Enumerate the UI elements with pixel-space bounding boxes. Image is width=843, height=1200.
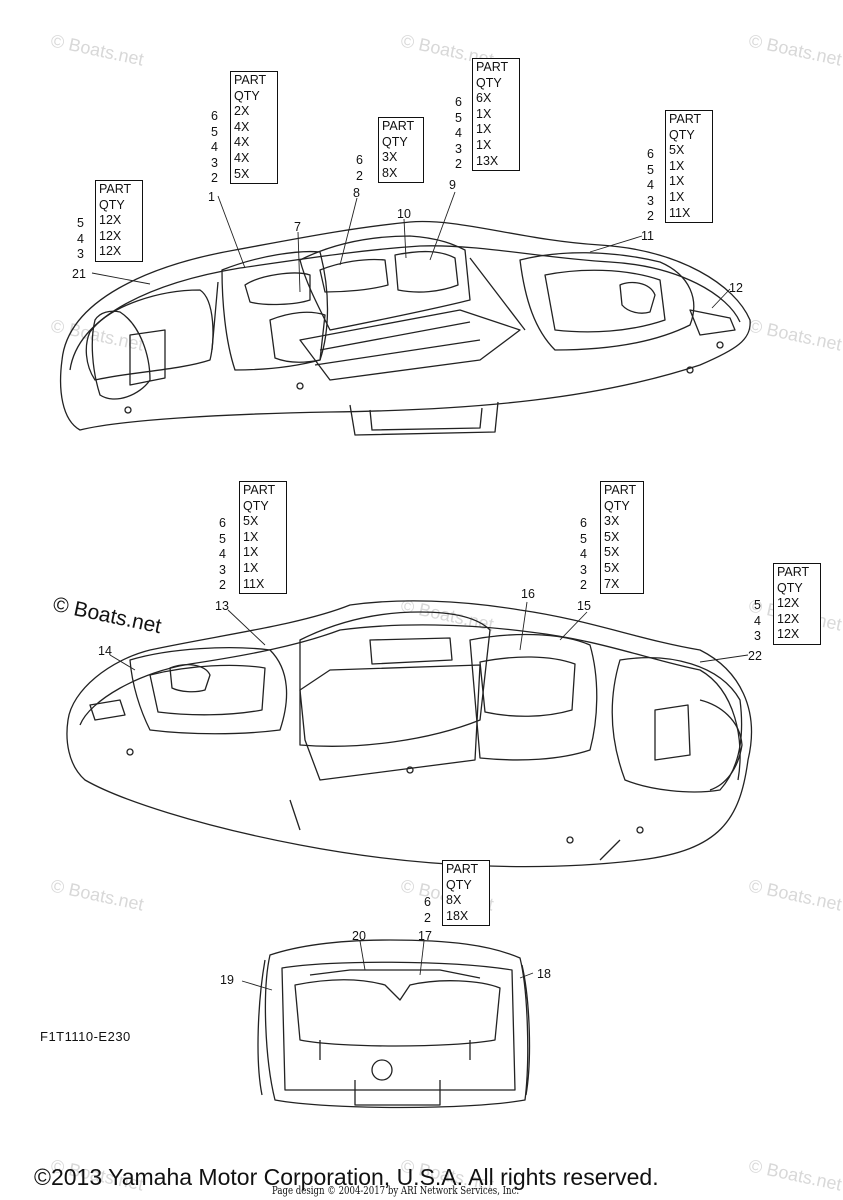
lower-deck-drawing: [66, 600, 753, 868]
callout-label: 12: [729, 281, 743, 295]
top-deck-drawing: [59, 220, 751, 436]
callout-label: 19: [220, 973, 234, 987]
rear-view-drawing: [257, 939, 531, 1109]
callout-label: 11: [641, 229, 654, 243]
callout-label: 1: [208, 190, 215, 204]
copyright-notice: ©2013 Yamaha Motor Corporation, U.S.A. A…: [34, 1164, 659, 1190]
diagram-code: F1T1110-E230: [40, 1029, 131, 1044]
callout-label: 14: [98, 644, 112, 658]
callout-label: 10: [397, 207, 411, 221]
callout-label: 21: [72, 267, 86, 281]
callout-label: 13: [215, 599, 229, 613]
callout-label: 22: [748, 649, 762, 663]
callout-label: 18: [537, 967, 551, 981]
callout-label: 8: [353, 186, 360, 200]
leader-lines: [91, 191, 749, 991]
callout-label: 9: [449, 178, 456, 192]
callout-label: 7: [294, 220, 301, 234]
callout-label: 16: [521, 587, 535, 601]
page-credit: Page design © 2004-2017 by ARI Network S…: [272, 1184, 520, 1197]
callout-label: 20: [352, 929, 366, 943]
callout-label: 15: [577, 599, 591, 613]
callout-label: 17: [418, 929, 432, 943]
